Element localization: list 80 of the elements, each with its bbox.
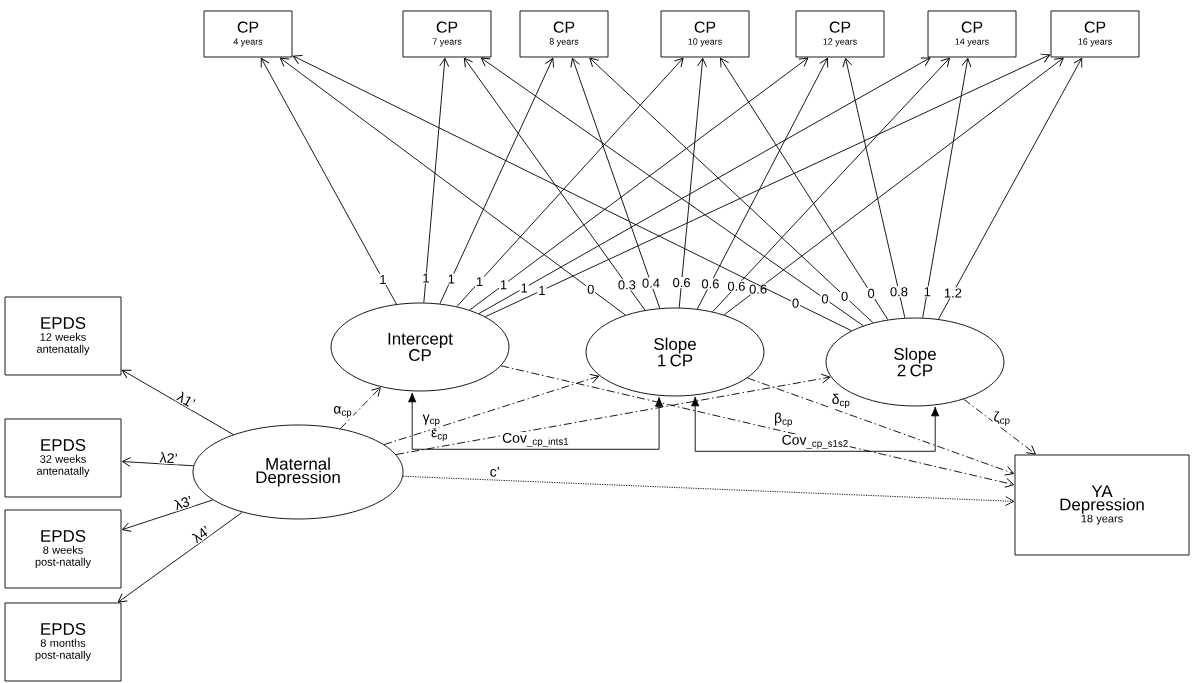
measure-box: CP 10 years [660, 10, 750, 58]
arrow [712, 57, 950, 313]
arrow [339, 387, 381, 429]
edge-label: 0 [840, 290, 850, 302]
arrow [723, 57, 1064, 316]
measure-box: EPDS 8 months post-natally [4, 602, 122, 682]
edge-label: 1 [421, 272, 431, 284]
edge-label: 1.2 [942, 287, 963, 299]
arrow [842, 57, 906, 319]
edge-label: 1 [474, 276, 485, 288]
edge-label: ε$_{cp}$ [430, 428, 450, 443]
edge-label: 1 [537, 285, 547, 296]
measure-box: EPDS 12 weeks antenatally [4, 296, 122, 376]
measure-box: CP 8 years [519, 10, 609, 58]
edge-label: 1 [922, 286, 932, 298]
arrow [402, 475, 1015, 506]
edge-label: β$_{cp}$ [773, 411, 794, 428]
outcome-box: YA Depression 18 years [1014, 454, 1190, 556]
edge-label: 1 [498, 279, 509, 291]
measure-box: EPDS 32 weeks antenatally [4, 418, 122, 498]
arrow [500, 365, 1015, 488]
arrow [480, 57, 864, 327]
arrow [938, 57, 1083, 320]
arrow [260, 57, 397, 305]
arrow [963, 398, 1036, 455]
arrow [383, 373, 600, 446]
edge-label: 1 [519, 282, 529, 294]
edge-label: 0.3 [616, 279, 637, 291]
arrow [469, 57, 809, 311]
arrow [478, 57, 931, 314]
arrow [117, 511, 243, 603]
measure-box: CP 16 years [1050, 10, 1140, 58]
arrow [696, 57, 829, 310]
arrow [589, 57, 874, 324]
edge-label: 0.6 [671, 277, 692, 289]
edge-label: δ$_{cp}$ [830, 392, 852, 410]
edge-label: 0 [586, 283, 596, 295]
arrow [747, 377, 1015, 476]
arrow [121, 369, 234, 435]
edge-label: 0.6 [700, 278, 721, 290]
edge-label: Cov$_{_cp_ints1}$ [501, 431, 571, 448]
arrow [691, 396, 940, 452]
edge-label: 0.4 [640, 277, 661, 289]
edge-label: c’ [488, 465, 501, 478]
arrow [570, 57, 661, 309]
edge-label: 0.8 [888, 286, 909, 298]
edge-label: λ1’ [174, 389, 198, 410]
measure-box: EPDS 8 weeks post-natally [4, 509, 122, 589]
edge-label: 0.6 [726, 280, 747, 292]
arrow [922, 57, 972, 319]
edge-label: Cov$_{_cp_s1s2}$ [780, 433, 850, 450]
arrow [408, 392, 664, 450]
arrow [439, 57, 555, 305]
edge-label: λ4’ [189, 523, 213, 545]
arrow [395, 373, 831, 455]
arrow [484, 53, 1051, 318]
measure-box: CP 4 years [203, 10, 293, 58]
measure-box: CP 14 years [927, 10, 1017, 58]
edge-label: 1 [378, 274, 388, 285]
arrow [121, 499, 214, 532]
edge-label: α$_{cp}$ [332, 405, 354, 419]
arrow [678, 57, 707, 309]
edge-label: 0.6 [748, 283, 769, 295]
arrow [121, 457, 194, 467]
arrow [463, 57, 646, 311]
measure-box: CP 7 years [402, 10, 492, 58]
arrow [456, 57, 684, 307]
edge-label: 0 [866, 287, 876, 299]
edge-label: λ2’ [158, 451, 179, 465]
arrow [720, 57, 889, 321]
arrow [423, 57, 450, 304]
edge-label: λ3’ [172, 493, 195, 512]
edge-label: 0 [820, 293, 830, 305]
edge-label: γ$_{cp}$ [421, 413, 442, 428]
edge-label: 1 [446, 273, 456, 285]
arrow [292, 55, 852, 332]
measure-box: CP 12 years [795, 10, 885, 58]
edge-label: 0 [790, 297, 801, 309]
arrow [279, 57, 626, 316]
edge-label: ζ$_{cp}$ [992, 410, 1012, 427]
